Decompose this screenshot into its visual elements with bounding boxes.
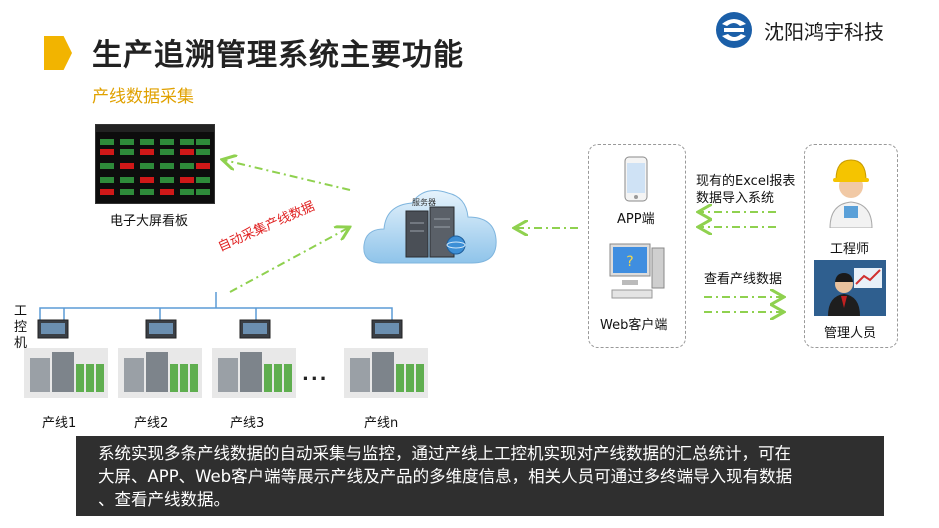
phone-icon [624, 156, 648, 202]
company-logo: 沈阳鸿宇科技 [712, 10, 932, 50]
page-title: 生产追溯管理系统主要功能 [92, 38, 464, 73]
manager-icon [814, 260, 886, 316]
manager-label: 管理人员 [824, 326, 877, 341]
board-label: 电子大屏看板 [110, 214, 189, 229]
logo-icon [716, 12, 752, 48]
description-line-2: 大屏、APP、Web客户端等展示产线及产品的多维度信息，相关人员可通过多终端导入… [98, 467, 793, 486]
logo-text: 沈阳鸿宇科技 [764, 20, 884, 44]
machine-icon [212, 319, 296, 398]
view-label: 查看产线数据 [704, 272, 783, 287]
web-label: Web客户端 [600, 318, 668, 333]
server-cloud: 服务器 [360, 183, 500, 271]
svg-text:?: ? [626, 254, 633, 270]
cloud-icon [363, 190, 497, 264]
computer-icon: ? [608, 242, 666, 304]
server-label: 服务器 [412, 198, 436, 207]
machine-icon [118, 319, 202, 398]
line-label-3: 产线3 [230, 416, 265, 431]
arrow-ipc-to-server [229, 228, 348, 293]
production-line-1 [24, 318, 108, 400]
production-line-3 [212, 318, 296, 400]
clients-group [588, 144, 686, 348]
engineer-label: 工程师 [830, 242, 870, 257]
engineer-icon [824, 154, 878, 229]
machine-icon [344, 319, 428, 398]
dashboard-screen [95, 124, 215, 204]
production-line-n [344, 318, 428, 400]
line-label-n: 产线n [364, 416, 399, 431]
machine-icon [24, 319, 108, 398]
line-label-2: 产线2 [134, 416, 169, 431]
production-line-2 [118, 318, 202, 400]
ipc-label: 工控机 [14, 304, 28, 351]
arrow-server-to-board [224, 160, 351, 191]
section-subtitle: 产线数据采集 [92, 87, 194, 107]
description-panel: 系统实现多条产线数据的自动采集与监控，通过产线上工控机实现对产线数据的汇总统计，… [76, 436, 884, 516]
import-label-line2: 数据导入系统 [696, 191, 775, 206]
description-line-3: 、查看产线数据。 [98, 490, 230, 509]
line-label-1: 产线1 [42, 416, 77, 431]
import-label-line1: 现有的Excel报表 [696, 174, 796, 189]
app-label: APP端 [617, 212, 655, 227]
description-line-1: 系统实现多条产线数据的自动采集与监控，通过产线上工控机实现对产线数据的汇总统计，… [98, 444, 791, 463]
ellipsis: ... [302, 364, 329, 385]
users-group [804, 144, 898, 348]
